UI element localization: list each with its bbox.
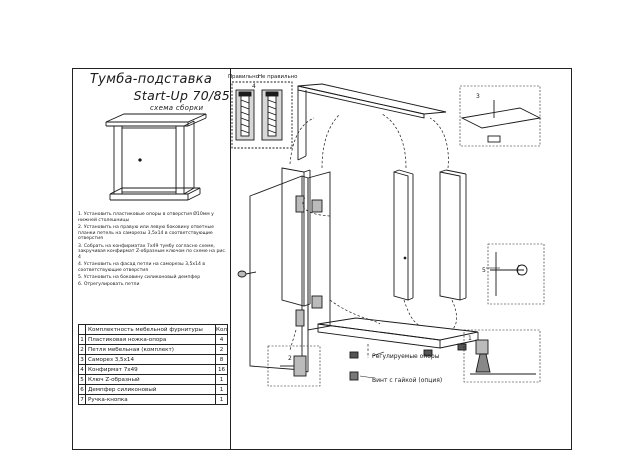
- side-panel-left: [281, 167, 311, 307]
- callout-1: 1: [468, 335, 472, 342]
- drawing-sheet-frame: [72, 68, 572, 450]
- instruction-step-5: 5. Установить на боковину силиконовый де…: [78, 275, 201, 281]
- label-leaders: [359, 267, 500, 379]
- confirmat-detail-icon: [231, 81, 293, 149]
- document-title: Тумба-подставка: [89, 72, 213, 87]
- knob-icon: [237, 270, 257, 278]
- label-adjustable-feet: Регулируемые опоры: [372, 353, 440, 360]
- instruction-step-6: 6. Отрегулировать петли: [78, 282, 140, 288]
- instruction-step-2: 2. Установить на правую или левую бокови…: [78, 224, 214, 242]
- assembly-instructions: 1. Установить пластиковые опоры в отверс…: [78, 212, 228, 289]
- callout-4: 4: [252, 83, 256, 90]
- detail-hinge-icon: [267, 345, 321, 387]
- label-screw-nut: Винт с гайкой (опция): [372, 377, 442, 384]
- cabinet-preview-icon: [105, 113, 207, 201]
- instruction-step-3: 3. Собрать на конфирматах 7х49 тумбу сог…: [78, 243, 227, 261]
- middle-panel: [393, 169, 414, 301]
- instruction-step-4: 4. Установить на фасад петли на саморезы…: [78, 262, 206, 274]
- detail-z-key-icon: [487, 243, 545, 305]
- top-board: [297, 83, 447, 161]
- door-side: [307, 171, 331, 331]
- callout-5: 5: [482, 267, 486, 274]
- door-facade: [249, 175, 309, 373]
- label-incorrect: Не правильно: [258, 74, 298, 80]
- subtitle: схема сборки: [150, 104, 204, 112]
- callout-3: 3: [476, 93, 480, 100]
- instruction-step-1: 1. Установить пластиковые опоры в отверс…: [78, 212, 214, 223]
- bottom-board: [317, 317, 479, 349]
- detail-top-screw-icon: [459, 85, 542, 147]
- adjustable-feet-icon: [349, 343, 467, 381]
- model-name: Start-Up 70/85: [133, 88, 230, 103]
- detail-foot-icon: [463, 329, 541, 383]
- callout-2: 2: [288, 355, 292, 362]
- side-panel-right: [439, 169, 467, 301]
- label-correct: Правильно: [228, 74, 259, 80]
- assembly-guides: [289, 113, 457, 358]
- sheet-divider: [230, 68, 232, 450]
